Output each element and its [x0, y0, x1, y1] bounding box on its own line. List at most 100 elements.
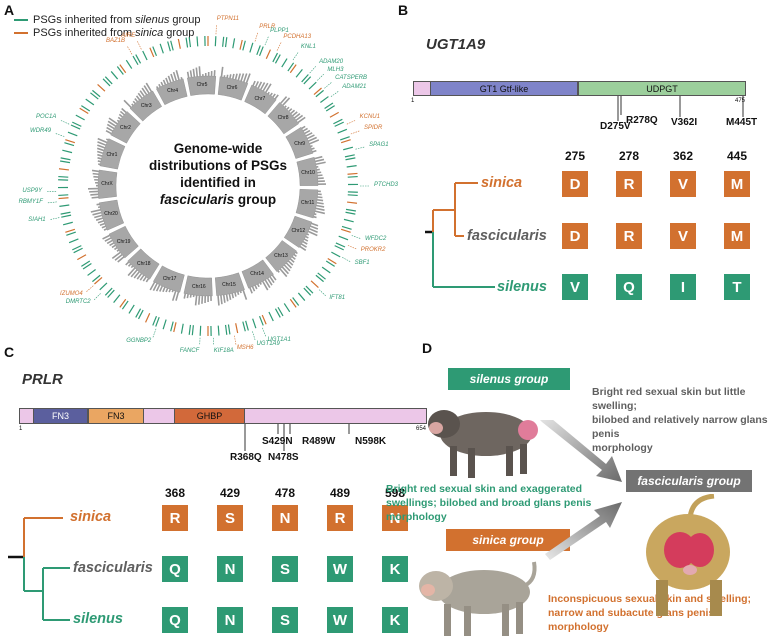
fascicularis-group-tag: fascicularis group — [626, 470, 752, 492]
gene-label-prokr2: PROKR2 — [360, 246, 386, 253]
psg-tick — [232, 38, 236, 49]
gene-connector — [54, 132, 65, 137]
panel-a-legend: PSGs inherited from silenus group PSGs i… — [14, 14, 201, 39]
gene-connector — [350, 130, 361, 135]
gene-connector — [342, 257, 352, 263]
legend-silenus: PSGs inherited from silenus group — [14, 14, 201, 26]
ideogram-spike — [299, 245, 307, 251]
gene-connector — [355, 146, 366, 150]
psg-tick — [283, 303, 291, 313]
ideogram-spike — [152, 283, 158, 291]
ideogram-spike — [101, 225, 106, 229]
psg-tick — [92, 274, 101, 283]
gene-label-sbf1: SBF1 — [354, 259, 370, 266]
ideogram-spike — [251, 286, 256, 292]
psg-tick — [85, 98, 95, 106]
ideogram-spike — [293, 112, 301, 119]
psg-tick — [292, 297, 300, 306]
ideogram-spike — [104, 237, 112, 242]
silenus-group-tag: silenus group — [448, 368, 570, 390]
ideogram-spike — [271, 274, 277, 281]
psg-tick — [87, 268, 96, 276]
ideogram-spike — [97, 220, 104, 224]
ideogram-spike — [106, 123, 115, 130]
chromosome-label-chr10: Chr10 — [301, 169, 315, 176]
ideogram-spike — [281, 266, 289, 275]
ideogram-spike — [195, 67, 199, 77]
ideogram-spike — [99, 222, 105, 227]
ideogram-chr2 — [110, 111, 141, 144]
prlr-pos-5: 598 — [384, 486, 406, 500]
silenus-macaque-illustration — [428, 410, 538, 478]
prlr-aa-fascicularis-4: W — [327, 556, 353, 582]
psg-tick — [188, 324, 192, 335]
ideogram-spike — [97, 137, 108, 144]
psg-tick — [135, 308, 142, 318]
psg-tick — [191, 325, 194, 336]
psg-tick — [68, 238, 79, 244]
ideogram-spike — [102, 234, 111, 240]
chromosome-label-chr4: Chr4 — [167, 88, 178, 95]
ideogram-spike — [291, 256, 296, 260]
psg-tick — [324, 102, 334, 110]
ideogram-spike — [106, 239, 113, 245]
ugt1a9-aa-fascicularis-4: M — [724, 223, 750, 249]
prlr-mut-1: R368Q — [230, 452, 262, 463]
psg-tick — [162, 319, 167, 330]
ideogram-spike — [92, 172, 99, 176]
ideogram-spike — [132, 100, 136, 105]
ideogram-spike — [217, 295, 220, 306]
prlr-mut-3: N478S — [268, 452, 299, 463]
ideogram-chr18 — [127, 248, 160, 280]
psg-tick — [347, 175, 358, 178]
ideogram-spike — [97, 141, 107, 146]
psg-tick — [281, 58, 288, 68]
ideogram-spike — [277, 270, 280, 273]
prlr-domain-fn3-1: FN3 — [33, 408, 88, 424]
psg-tick — [256, 45, 261, 55]
ideogram-spike — [311, 147, 315, 150]
chromosome-label-chr19: Chr19 — [116, 238, 131, 245]
panel-b-letter: B — [398, 2, 409, 18]
gene-label-catsperb: CATSPERB — [335, 75, 368, 82]
psg-tick — [62, 149, 73, 154]
psg-tick — [65, 228, 76, 233]
prlr-aa-sinica-1: R — [162, 505, 188, 531]
gene-connector — [126, 45, 133, 55]
ideogram-spike — [228, 293, 232, 300]
psg-tick — [58, 175, 69, 178]
ideogram-spike — [165, 287, 169, 293]
ideogram-spike — [162, 79, 167, 85]
ideogram-spike — [170, 73, 175, 82]
ideogram-chr12 — [283, 215, 313, 248]
ideogram-spike — [237, 73, 242, 81]
psg-tick — [94, 277, 103, 285]
psg-tick — [258, 46, 264, 57]
ugt1a9-pos-2: 278 — [618, 149, 640, 163]
chromosome-label-chr5: Chr5 — [196, 82, 208, 89]
ugt1a9-domain-gt1: GT1 Gtf-like — [430, 81, 578, 96]
ideogram-spike — [315, 161, 326, 166]
silenus-description: Bright red sexual skin and exaggerated s… — [386, 483, 592, 523]
psg-tick — [97, 84, 106, 92]
ideogram-spike — [162, 286, 166, 293]
ideogram-spike — [116, 249, 120, 252]
gene-connector — [324, 81, 333, 89]
psg-tick — [335, 242, 346, 248]
psg-tick — [334, 245, 344, 251]
ugt1a9-aa-silenus-1: V — [562, 274, 588, 300]
chromosome-label-chr1: Chr1 — [106, 151, 118, 158]
chromosome-label-chr8: Chr8 — [277, 115, 289, 122]
ideogram-spike — [135, 95, 141, 101]
ideogram-spike — [192, 68, 196, 77]
chromosome-label-chr17: Chr17 — [162, 276, 177, 283]
gene-connector — [136, 40, 142, 50]
psg-tick — [277, 306, 284, 317]
psg-tick — [305, 285, 314, 294]
psg-tick — [340, 139, 351, 144]
ideogram-chr8 — [267, 102, 299, 135]
ideogram-spike — [123, 99, 132, 108]
legend-swatch-sinica — [14, 32, 28, 34]
ideogram-spike — [266, 277, 273, 286]
